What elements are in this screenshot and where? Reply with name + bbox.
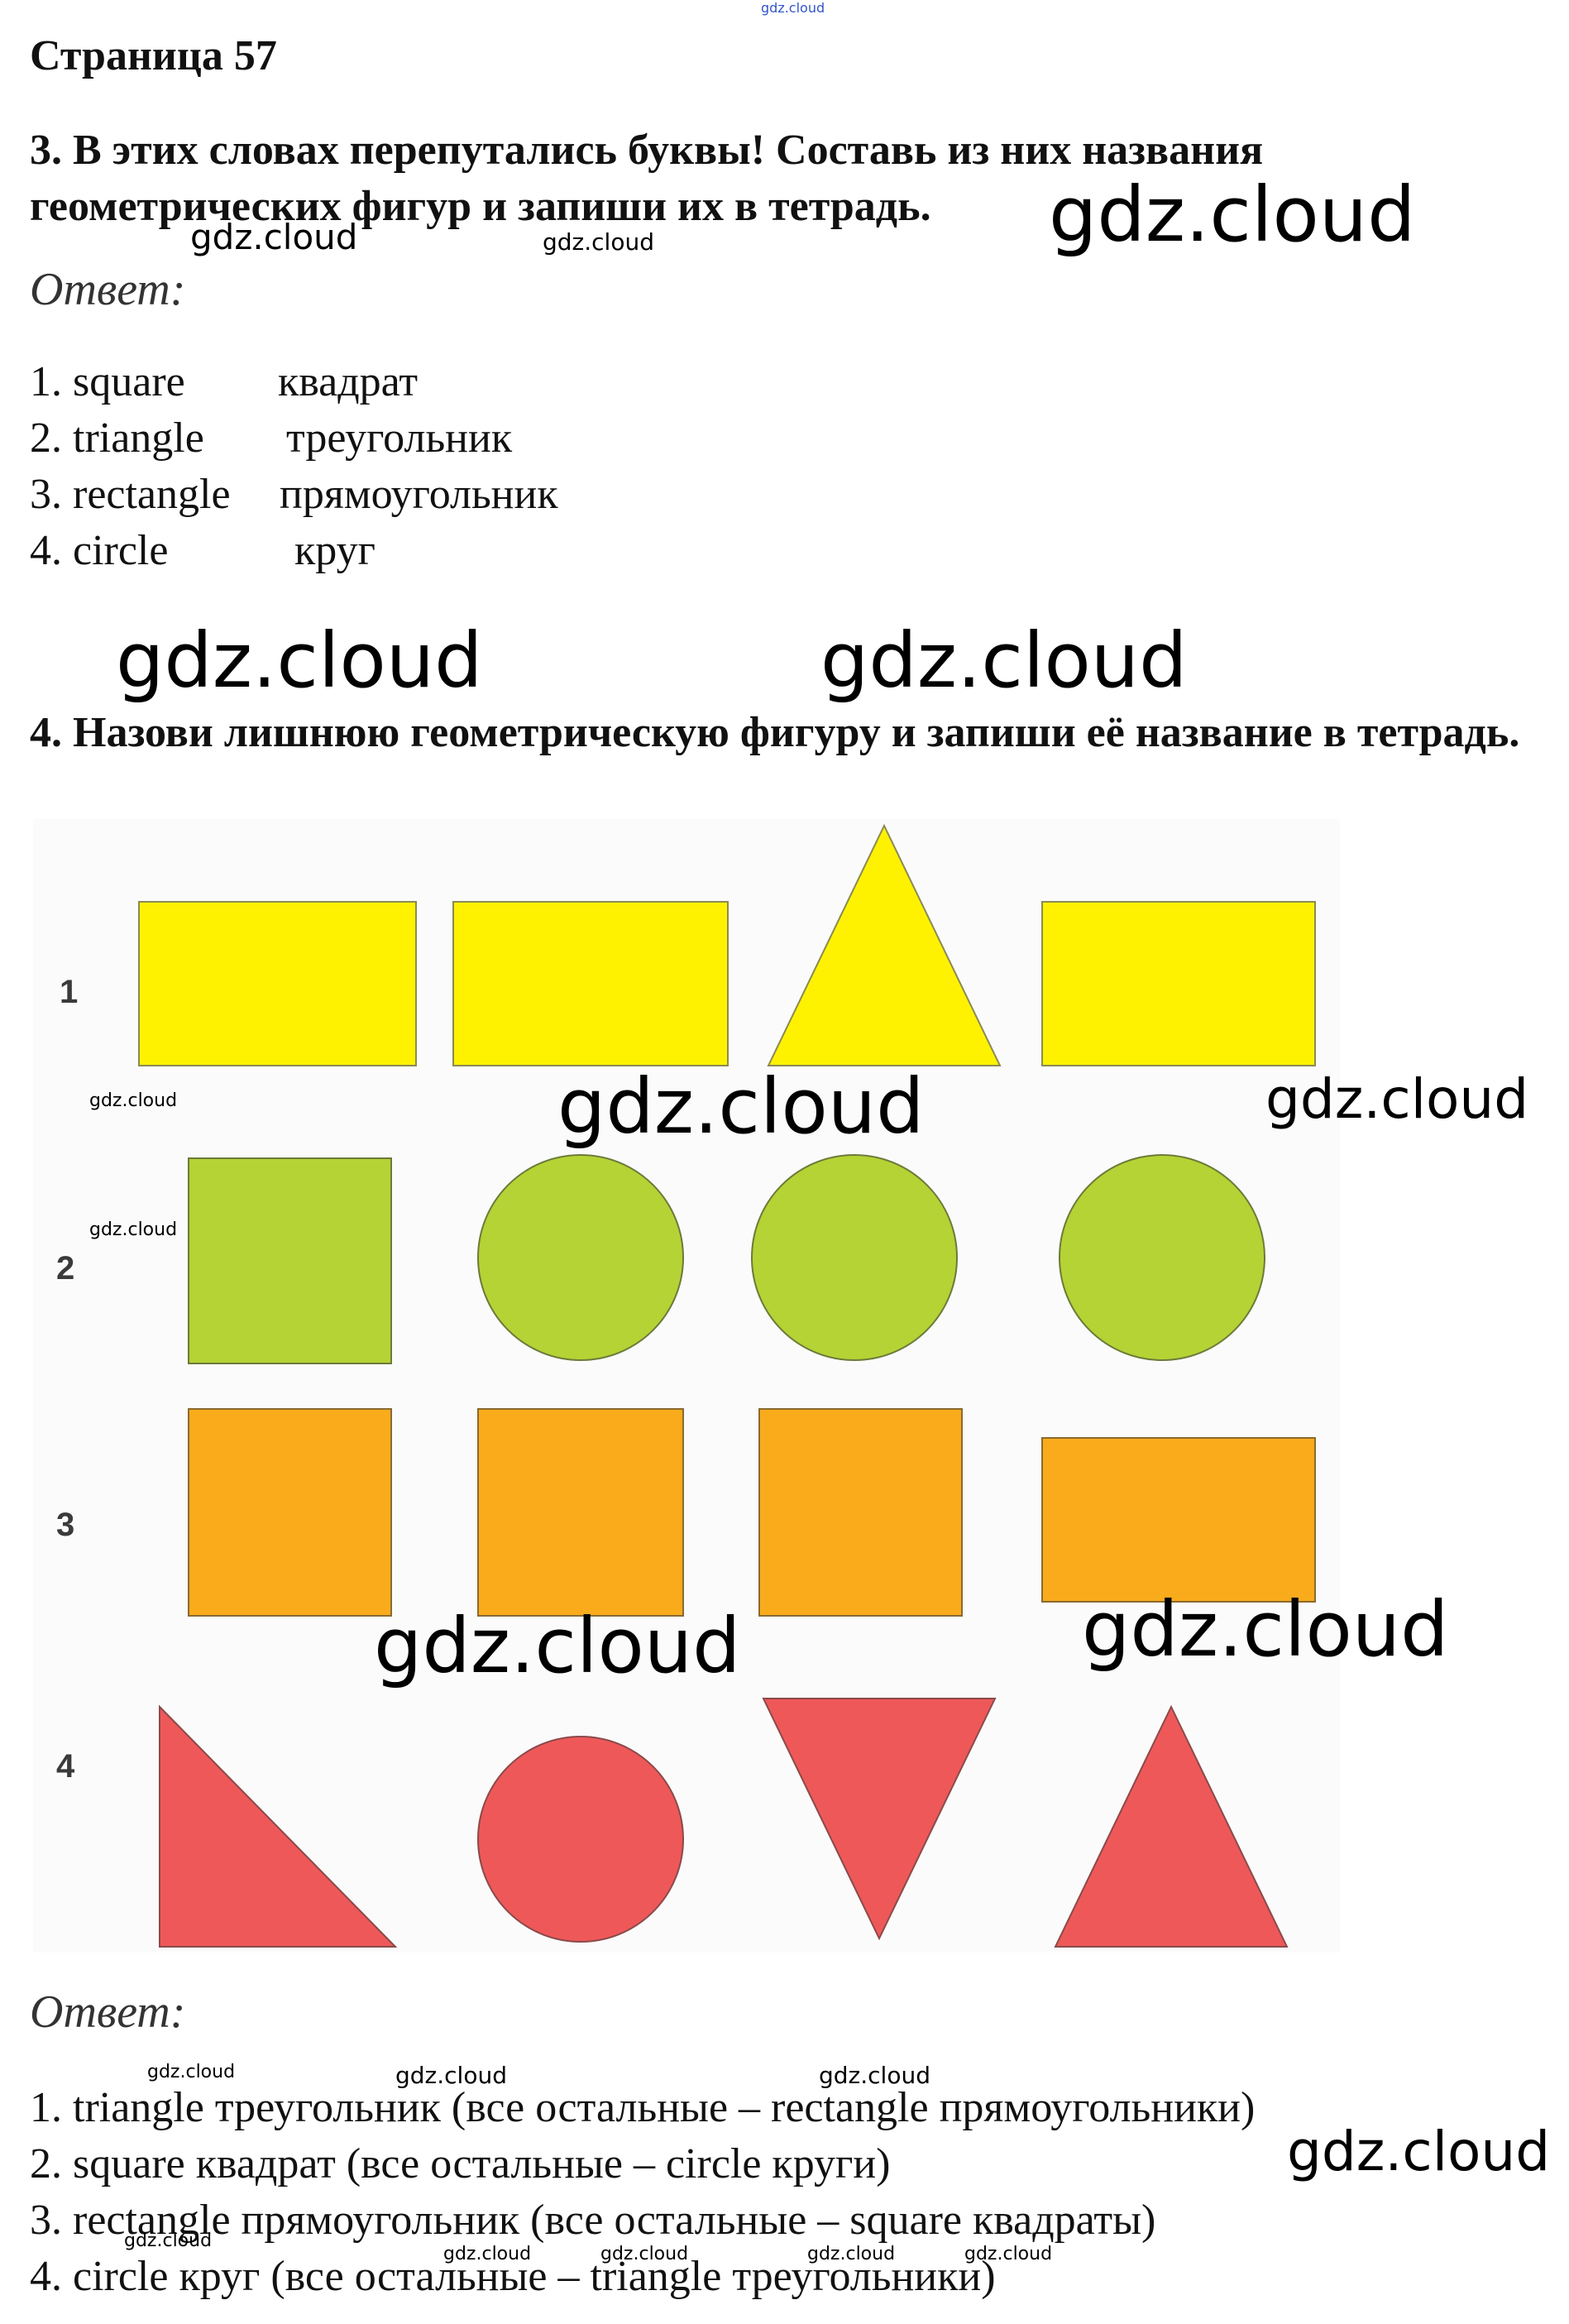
watermark: gdz.cloud	[89, 1090, 178, 1111]
green-circle	[751, 1154, 958, 1361]
watermark: gdz.cloud	[1082, 1585, 1449, 1674]
orange-square	[477, 1408, 684, 1617]
task3-answer-label: Ответ:	[30, 264, 186, 315]
red-inverted-triangle	[762, 1698, 997, 1941]
red-right-triangle	[159, 1704, 398, 1948]
shapes-figure: 1 2 3 4	[33, 819, 1340, 1953]
watermark: gdz.cloud	[600, 2244, 689, 2264]
watermark: gdz.cloud	[1287, 2120, 1551, 2183]
orange-square	[758, 1408, 963, 1617]
answer-english: 4. circle	[30, 527, 169, 574]
task4-title: 4. Назови лишнюю геометрическую фигуру и…	[30, 709, 1520, 756]
answer-english: 2. triangle	[30, 414, 204, 462]
page-title: Страница 57	[30, 32, 277, 79]
yellow-rectangle	[138, 901, 417, 1066]
watermark: gdz.cloud	[443, 2244, 532, 2264]
task3-answer-3: 3. rectangle прямоугольник	[30, 470, 558, 519]
row-label-2: 2	[56, 1250, 74, 1287]
watermark: gdz.cloud	[807, 2244, 896, 2264]
row-label-3: 3	[56, 1507, 74, 1543]
watermark: gdz.cloud	[964, 2244, 1053, 2264]
shapes-svg: 1 2 3 4	[56, 823, 1316, 1948]
watermark: gdz.cloud	[89, 1220, 178, 1240]
answer-english: 1. square	[30, 358, 185, 405]
watermark: gdz.cloud	[395, 2062, 507, 2089]
orange-square	[188, 1408, 392, 1617]
watermark: gdz.cloud	[1049, 170, 1416, 259]
watermark: gdz.cloud	[819, 2062, 930, 2089]
answer-russian: прямоугольник	[280, 471, 558, 518]
yellow-rectangle	[1041, 901, 1316, 1066]
green-circle	[1059, 1154, 1265, 1361]
red-triangle	[1054, 1704, 1289, 1948]
task4-answer-1: 1. triangle треугольник (все остальные –…	[30, 2084, 1256, 2131]
task4-answer-3: 3. rectangle прямоугольник (все остальны…	[30, 2197, 1156, 2244]
orange-rectangle	[1041, 1437, 1316, 1603]
answer-russian: круг	[294, 527, 376, 574]
task3-answer-4: 4. circle круг	[30, 526, 376, 575]
answer-russian: треугольник	[286, 414, 513, 462]
yellow-triangle	[767, 823, 1002, 1066]
answer-russian: квадрат	[278, 358, 419, 405]
task4-answer-4: 4. circle круг (все остальные – triangle…	[30, 2253, 996, 2300]
watermark: gdz.cloud	[374, 1602, 741, 1690]
watermark: gdz.cloud	[116, 616, 483, 705]
watermark: gdz.cloud	[190, 217, 358, 257]
yellow-rectangle	[452, 901, 729, 1066]
row-label-1: 1	[60, 974, 78, 1010]
task3-answer-1: 1. square квадрат	[30, 357, 418, 406]
task3-title: 3. В этих словах перепутались буквы! Сос…	[30, 127, 1264, 230]
watermark: gdz.cloud	[124, 2231, 213, 2251]
watermark: gdz.cloud	[557, 1062, 925, 1151]
task3-answer-2: 2. triangle треугольник	[30, 414, 512, 462]
answer-english: 3. rectangle	[30, 471, 231, 518]
red-circle	[477, 1736, 684, 1943]
watermark: gdz.cloud	[543, 228, 654, 256]
row-label-4: 4	[56, 1748, 75, 1785]
task4-answer-2: 2. square квадрат (все остальные – circl…	[30, 2140, 891, 2187]
watermark: gdz.cloud	[820, 616, 1188, 705]
watermark: gdz.cloud	[147, 2062, 236, 2082]
watermark: gdz.cloud	[1265, 1067, 1529, 1131]
task4-answer-label: Ответ:	[30, 1986, 186, 2038]
green-circle	[477, 1154, 684, 1361]
header-watermark: gdz.cloud	[761, 0, 825, 16]
green-square	[188, 1157, 392, 1364]
